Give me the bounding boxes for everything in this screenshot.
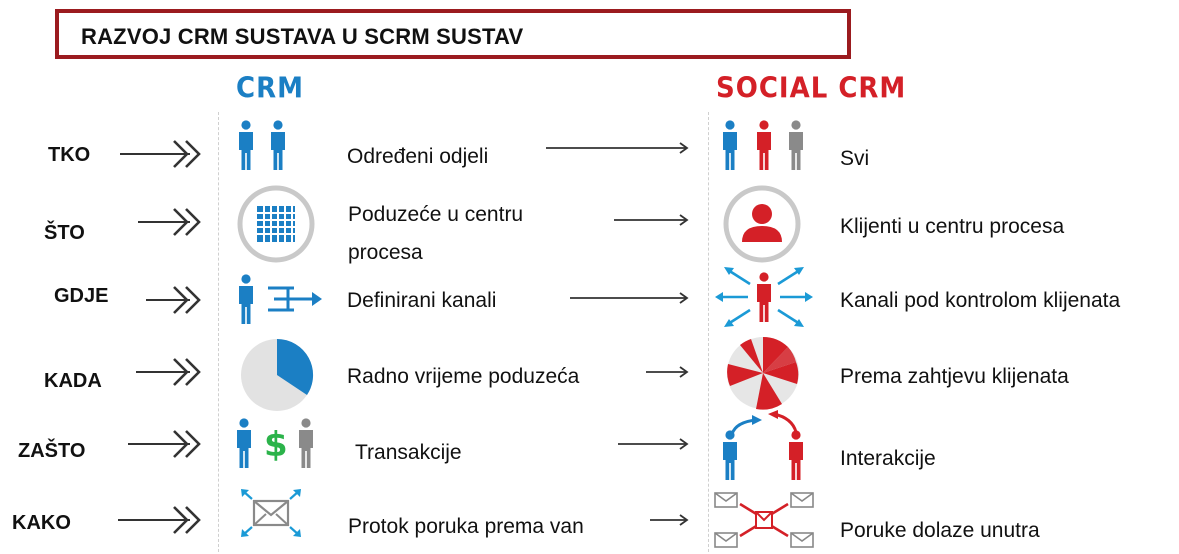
crm-text: Protok poruka prema van (348, 515, 584, 538)
radial-pie-icon (727, 336, 799, 410)
arrow-right-icon (618, 438, 689, 450)
social-text: Kanali pod kontrolom klijenata (840, 289, 1121, 312)
person-center-icon (723, 185, 801, 263)
arrow-right-icon (650, 514, 689, 526)
conversation-icon (723, 410, 803, 480)
crm-text: Radno vrijeme poduzeća (347, 365, 580, 388)
question-label: TKO (48, 144, 91, 166)
inbound-messages-icon (714, 492, 814, 548)
double-chevron-arrow-icon (146, 285, 201, 315)
social-text: Klijenti u centru procesa (840, 215, 1065, 238)
crm-text: Određeni odjeli (347, 145, 489, 168)
building-icon (237, 185, 315, 263)
question-label: KAKO (12, 512, 71, 534)
divider (218, 112, 219, 552)
crm-text: Poduzeće u centru procesa (348, 203, 524, 264)
double-chevron-arrow-icon (120, 139, 201, 169)
social-text: Prema zahtjevu klijenata (840, 365, 1069, 388)
pie-chart-icon (241, 338, 314, 411)
arrow-right-icon (646, 366, 689, 378)
arrow-right-icon (546, 142, 689, 154)
double-chevron-arrow-icon (136, 357, 201, 387)
double-chevron-arrow-icon (138, 207, 201, 237)
person-channels-icon (239, 274, 322, 324)
page-title: RAZVOJ CRM SUSTAVA U SCRM SUSTAV (81, 24, 524, 49)
question-label: GDJE (54, 285, 109, 307)
svg-text:$: $ (264, 425, 288, 465)
question-label: ŠTO (44, 222, 85, 244)
two-people-icon (239, 120, 285, 170)
title-box: RAZVOJ CRM SUSTAVA U SCRM SUSTAV (55, 9, 851, 59)
double-chevron-arrow-icon (118, 505, 201, 535)
question-label: ZAŠTO (18, 440, 86, 462)
person-dollar-person-icon: $ (237, 418, 313, 468)
social-text: Svi (840, 147, 870, 170)
crm-header: CRM (236, 72, 304, 106)
social-crm-header: SOCIAL CRM (716, 72, 907, 106)
question-label: KADA (44, 370, 102, 392)
arrow-right-icon (614, 214, 689, 226)
envelope-arrows-icon (241, 489, 301, 537)
crm-text: Definirani kanali (347, 289, 497, 312)
social-text: Interakcije (840, 447, 936, 470)
arrow-right-icon (570, 292, 689, 304)
divider (708, 112, 709, 552)
person-radiating-arrows-icon (715, 267, 813, 327)
double-chevron-arrow-icon (128, 429, 201, 459)
three-people-icon (723, 120, 803, 170)
crm-text: Transakcije (355, 441, 462, 464)
social-text: Poruke dolaze unutra (840, 519, 1040, 542)
